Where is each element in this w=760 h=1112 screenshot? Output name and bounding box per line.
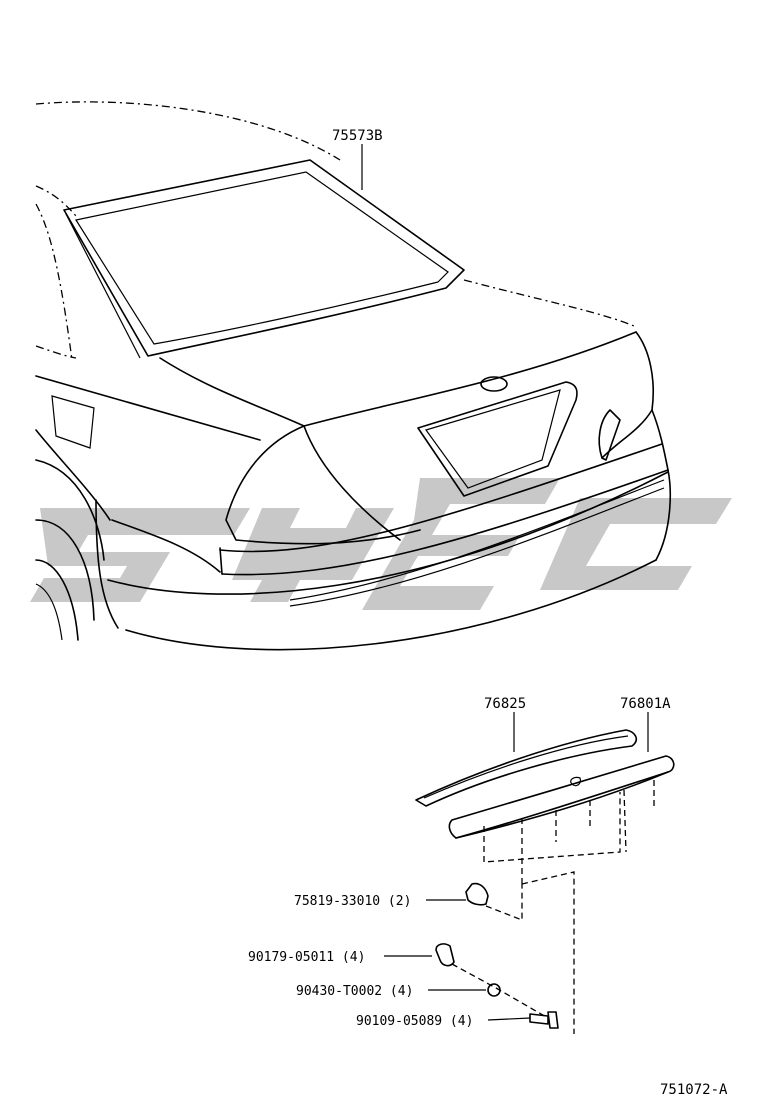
part-label-nut: 90179-05011 (4) [248,950,365,965]
garnish-assembly [384,712,675,1034]
part-label-washer: 90430-T0002 (4) [296,984,413,999]
part-label-76825: 76825 [484,696,526,712]
part-label-75573B: 75573B [332,128,383,144]
vehicle-body [35,101,671,651]
part-label-bolt: 90109-05089 (4) [356,1014,473,1029]
part-label-clip: 75819-33010 (2) [294,894,411,909]
part-label-76801A: 76801A [620,696,671,712]
figure-number: 751072-A [660,1082,728,1098]
watermark-logo [30,478,732,610]
